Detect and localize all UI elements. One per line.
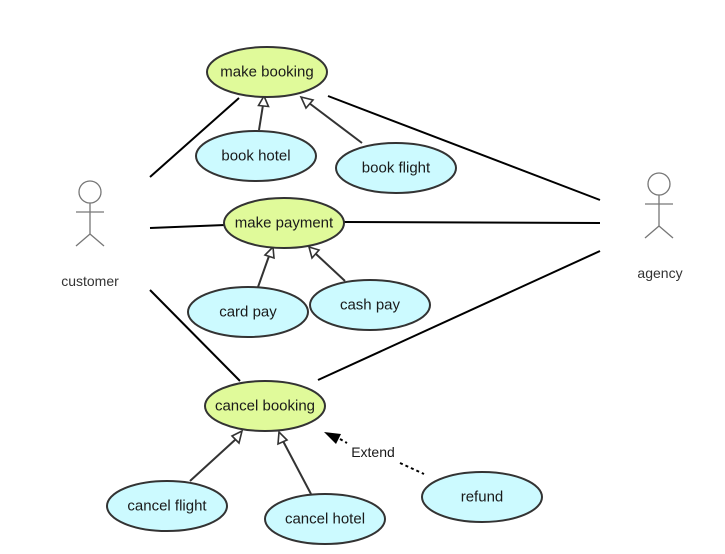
use-case-ellipse	[106, 480, 228, 532]
generalization-book-flight	[308, 102, 363, 144]
generalization-cancel-flight	[189, 438, 237, 482]
generalization-arrowhead	[299, 95, 315, 110]
association-agency-cancel-booking	[317, 250, 601, 381]
use-case-ellipse	[421, 471, 543, 523]
association-customer-make-payment	[149, 224, 226, 229]
use-case-label: cash pay	[340, 297, 401, 314]
use-case-book-hotel[interactable]: book hotel	[195, 130, 317, 182]
actor-leg-icon	[75, 233, 91, 247]
extend-relation-line	[339, 438, 348, 444]
use-case-ellipse	[264, 493, 386, 545]
use-case-ellipse	[206, 46, 328, 98]
association-agency-make-booking	[327, 95, 601, 201]
use-case-cancel-hotel[interactable]: cancel hotel	[264, 493, 386, 545]
actor-label-agency: agency	[637, 265, 682, 281]
use-case-card-pay[interactable]: card pay	[187, 286, 309, 338]
use-case-ellipse	[204, 380, 326, 432]
use-case-make-booking[interactable]: make booking	[206, 46, 328, 98]
actor-label-customer: customer	[61, 273, 119, 289]
generalization-cash-pay	[315, 253, 346, 282]
generalization-arrowhead	[263, 245, 275, 260]
generalization-arrowhead	[257, 94, 270, 108]
use-case-label: book hotel	[221, 148, 290, 165]
actor-leg-icon	[658, 225, 674, 239]
use-case-label: book flight	[362, 160, 431, 177]
use-case-ellipse	[223, 197, 345, 249]
use-case-ellipse	[335, 142, 457, 194]
use-case-refund[interactable]: refund	[421, 471, 543, 523]
association-agency-make-payment	[343, 221, 601, 224]
use-case-cash-pay[interactable]: cash pay	[309, 279, 431, 331]
generalization-cancel-hotel	[282, 440, 312, 495]
use-case-book-flight[interactable]: book flight	[335, 142, 457, 194]
use-case-cancel-booking[interactable]: cancel booking	[204, 380, 326, 432]
actor-agency[interactable]	[644, 172, 674, 239]
use-case-ellipse	[187, 286, 309, 338]
generalization-card-pay	[257, 255, 270, 288]
actor-head-icon	[647, 172, 671, 196]
use-case-label: card pay	[219, 304, 277, 321]
generalization-arrowhead	[230, 429, 244, 445]
use-case-label: refund	[461, 489, 504, 506]
use-case-label: cancel booking	[215, 398, 315, 415]
use-case-label: cancel hotel	[285, 511, 365, 528]
actor-customer[interactable]	[75, 180, 105, 247]
association-customer-make-booking	[149, 97, 240, 178]
extend-label: Extend	[351, 444, 395, 460]
association-customer-cancel-booking	[149, 289, 241, 382]
extend-relation-line	[399, 462, 425, 475]
use-case-cancel-flight[interactable]: cancel flight	[106, 480, 228, 532]
generalization-book-hotel	[258, 104, 264, 131]
actor-head-icon	[78, 180, 102, 204]
use-case-label: make booking	[220, 64, 313, 81]
use-case-make-payment[interactable]: make payment	[223, 197, 345, 249]
actor-leg-icon	[644, 225, 660, 239]
use-case-label: make payment	[235, 215, 334, 232]
generalization-arrowhead	[277, 430, 289, 446]
actor-leg-icon	[89, 233, 105, 247]
generalization-arrowhead	[307, 245, 321, 260]
extend-arrowhead	[324, 432, 341, 444]
use-case-label: cancel flight	[127, 498, 207, 515]
use-case-ellipse	[195, 130, 317, 182]
use-case-ellipse	[309, 279, 431, 331]
